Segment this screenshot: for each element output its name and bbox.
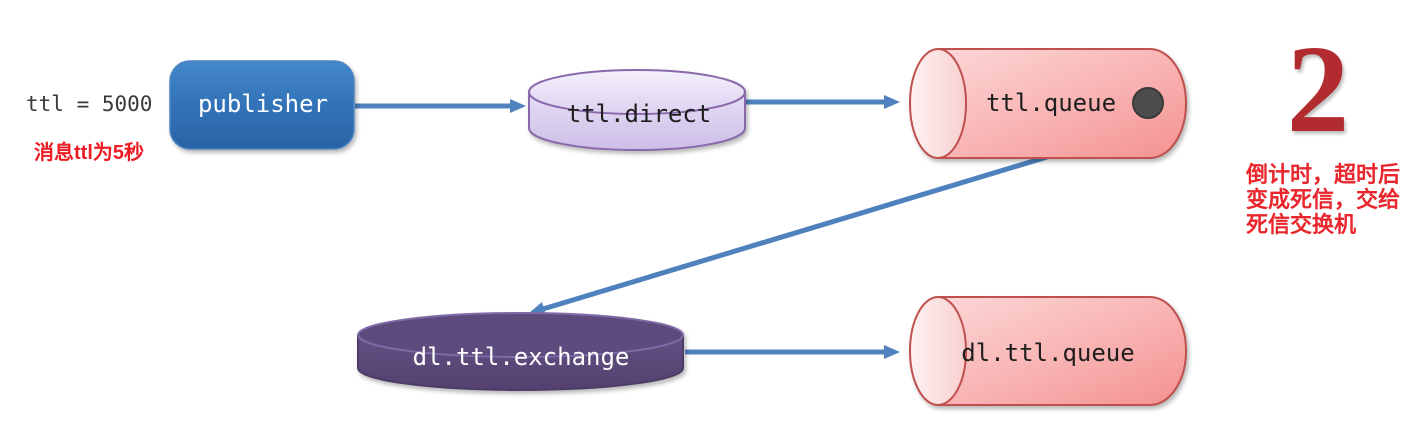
ttl-direct-label: ttl.direct xyxy=(566,100,712,128)
publisher-node-shape xyxy=(169,60,355,150)
ttl-queue-node-shape xyxy=(909,48,1187,159)
dl-ttl-exchange-node-shape xyxy=(357,312,684,391)
edges xyxy=(355,95,1048,359)
ttl-queue-label: ttl.queue xyxy=(985,89,1117,117)
step-note-line-2: 变成死信，交给 xyxy=(1246,187,1401,212)
dl-ttl-queue-node-shape xyxy=(909,296,1187,406)
ttl-direct-node-shape xyxy=(528,69,746,151)
step-note-line-3: 死信交换机 xyxy=(1246,212,1357,237)
dl-ttl-queue-label: dl.ttl.queue xyxy=(961,339,1135,367)
ttl-value-text: ttl = 5000 xyxy=(26,92,153,116)
step-note-line-1: 倒计时，超时后 xyxy=(1246,162,1401,187)
step-note-text: 倒计时，超时后 变成死信，交给 死信交换机 xyxy=(1246,162,1406,237)
ttl-note-text: 消息ttl为5秒 xyxy=(34,142,144,164)
arrow-ttl-queue-to-dl-ttl-exchange xyxy=(528,154,1048,316)
step-number-text: 2 xyxy=(1286,21,1350,159)
publisher-label: publisher xyxy=(197,90,329,118)
message-dot-icon xyxy=(1132,87,1164,119)
dl-ttl-exchange-label: dl.ttl.exchange xyxy=(412,343,630,371)
